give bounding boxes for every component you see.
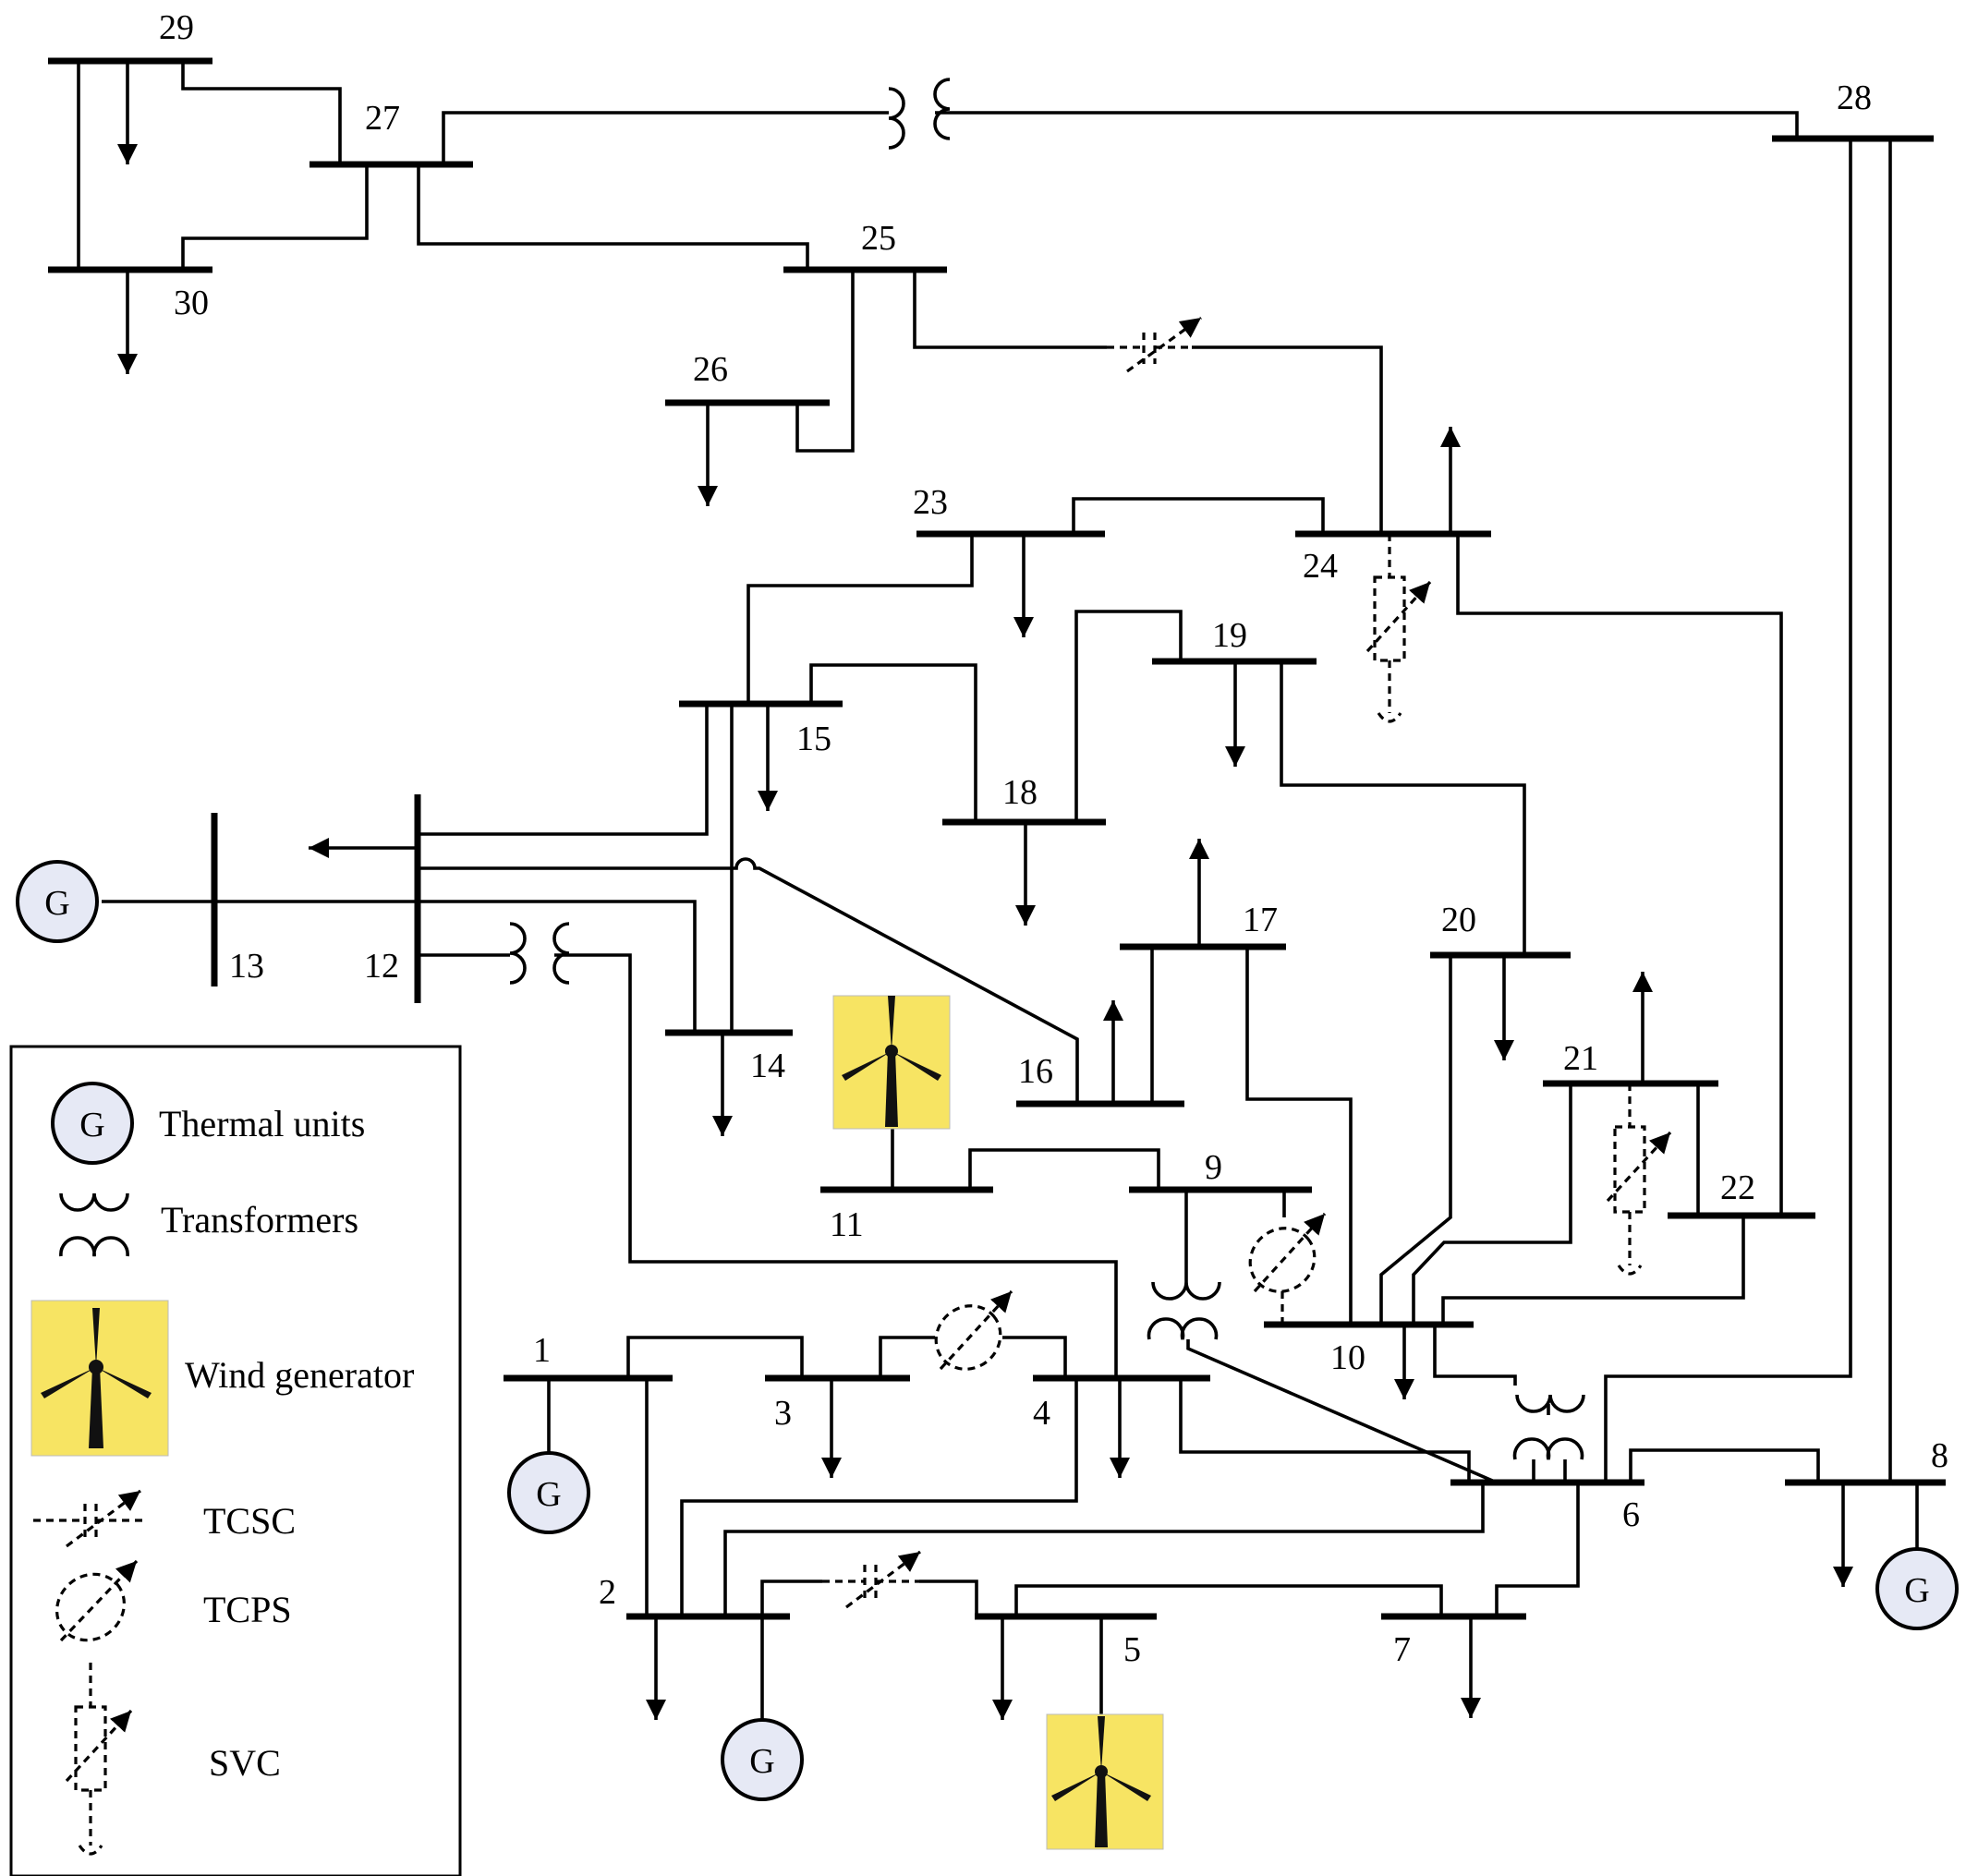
bus-label-30: 30 (174, 284, 209, 322)
wind-generator-5 (1046, 1616, 1164, 1850)
bus-label-2: 2 (599, 1573, 616, 1612)
bus-labels: 29 30 27 28 25 26 23 24 19 15 18 13 12 1… (159, 8, 1948, 1669)
wind-turbine-icon (1051, 1716, 1151, 1847)
transformer-9-icon (1147, 1190, 1221, 1340)
legend-thermal-symbol: G (79, 1106, 104, 1144)
thermal-generator-13: G (16, 860, 99, 943)
bus-label-16: 16 (1018, 1052, 1053, 1091)
transformer-12-4-icon (509, 922, 570, 985)
wind-generator-11 (832, 995, 951, 1190)
tcsc-2-5-icon (822, 1550, 921, 1609)
bus-label-9: 9 (1205, 1148, 1222, 1187)
legend-tcsc-label: TCSC (203, 1500, 296, 1542)
bus-label-14: 14 (750, 1047, 785, 1085)
thermal-generator-2: G (721, 1616, 804, 1801)
legend-wind-turbine-icon (41, 1308, 152, 1448)
bus-label-11: 11 (830, 1205, 864, 1244)
tcps-9-10-icon (1248, 1212, 1327, 1325)
bus-label-13: 13 (229, 947, 264, 986)
bus-label-22: 22 (1720, 1168, 1755, 1207)
bus-label-28: 28 (1837, 79, 1872, 117)
legend-thermal-icon (51, 1082, 134, 1165)
bus-label-19: 19 (1212, 616, 1247, 655)
bus-label-23: 23 (913, 483, 948, 522)
generator-2-label: G (749, 1742, 774, 1781)
svc-devices (1365, 534, 1672, 1276)
bus-label-18: 18 (1002, 773, 1038, 812)
tcps-3-4-icon (934, 1289, 1013, 1371)
bus-label-25: 25 (861, 219, 896, 258)
legend-box (9, 1045, 462, 1876)
legend-svc-label: SVC (209, 1742, 281, 1784)
generator-13-label: G (44, 884, 69, 923)
bus-label-4: 4 (1033, 1394, 1050, 1433)
bus-label-10: 10 (1330, 1338, 1365, 1377)
legend-transformer-icon (59, 1192, 129, 1257)
thermal-generator-1: G (507, 1378, 590, 1534)
bus-label-27: 27 (365, 99, 400, 138)
generators: G G G G (16, 860, 1959, 1850)
bus-label-20: 20 (1441, 901, 1476, 939)
tcsc-devices (822, 316, 1202, 1609)
transformer-27-28-icon (888, 78, 951, 150)
bus-label-21: 21 (1563, 1039, 1598, 1078)
bus-label-15: 15 (796, 720, 831, 758)
transformer-6-icon (1512, 1394, 1585, 1483)
legend-thermal-label: Thermal units (159, 1103, 365, 1144)
transmission-lines (77, 61, 1892, 1616)
legend: G Thermal units Transformers Wind genera… (9, 1045, 462, 1876)
loads (117, 61, 1853, 1720)
bus-label-17: 17 (1243, 901, 1278, 939)
bus-label-5: 5 (1123, 1630, 1141, 1669)
bus-label-7: 7 (1393, 1630, 1411, 1669)
bus-label-24: 24 (1303, 547, 1338, 586)
bus-label-3: 3 (774, 1394, 792, 1433)
bus-label-8: 8 (1931, 1436, 1948, 1475)
thermal-generator-8: G (1875, 1483, 1959, 1630)
tcps-devices (934, 1212, 1327, 1371)
bus-label-12: 12 (364, 947, 399, 986)
generator-8-label: G (1904, 1571, 1929, 1610)
bus-label-29: 29 (159, 8, 194, 47)
legend-svc-icon (65, 1663, 133, 1856)
tcsc-25-24-icon (1107, 316, 1202, 373)
legend-tcps-label: TCPS (203, 1589, 292, 1630)
legend-transformer-label: Transformers (161, 1199, 358, 1241)
legend-tcsc-icon (33, 1489, 148, 1548)
legend-tcps-icon (55, 1559, 139, 1642)
svc-21-icon (1606, 1083, 1672, 1276)
wind-turbine-icon (842, 996, 941, 1127)
legend-wind-label: Wind generator (185, 1354, 414, 1396)
bus-label-1: 1 (533, 1331, 551, 1370)
bus-label-6: 6 (1622, 1495, 1640, 1534)
svc-24-icon (1365, 534, 1432, 723)
buses (48, 57, 1946, 1620)
bus-label-26: 26 (693, 350, 728, 389)
generator-1-label: G (536, 1475, 561, 1514)
transformers (509, 78, 1585, 1483)
